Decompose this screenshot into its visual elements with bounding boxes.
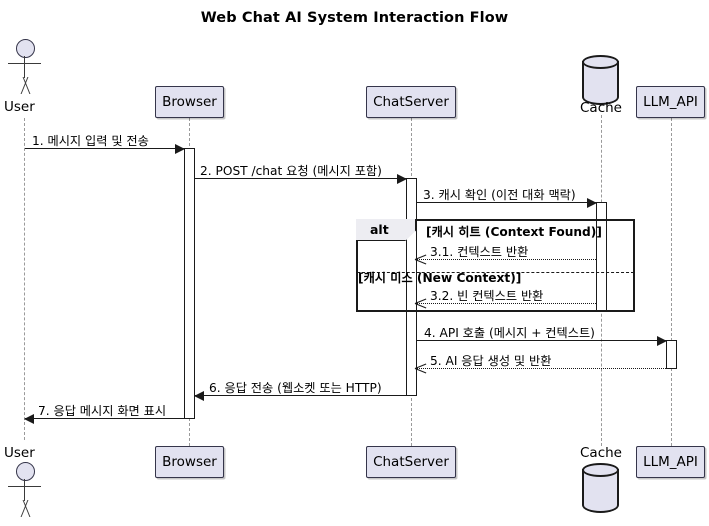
actor-body-icon (24, 479, 25, 501)
open-arrowhead-left-icon (415, 253, 426, 266)
fragment-branch-condition-2: [캐시 미스 (New Context)] (358, 271, 522, 285)
actor-arms-icon (8, 486, 41, 487)
page-title: Web Chat AI System Interaction Flow (200, 10, 509, 26)
message-arrow-7 (24, 414, 184, 424)
message-arrow-3-2 (417, 303, 596, 304)
database-top-ellipse-icon (582, 463, 619, 477)
database-top-ellipse-icon (582, 55, 619, 69)
message-label-1: 1. 메시지 입력 및 전송 (32, 134, 149, 148)
participant-label-cache-top: Cache (580, 100, 622, 116)
open-arrowhead-left-icon (415, 297, 426, 310)
message-label-2: 2. POST /chat 요청 (메시지 포함) (200, 164, 382, 178)
message-arrow-6 (194, 391, 406, 401)
open-arrowhead-left-icon (415, 362, 426, 375)
activation-chatserver (406, 178, 417, 396)
fragment-branch-condition-1: [캐시 히트 (Context Found)] (426, 225, 602, 239)
lifeline-llmapi (671, 118, 672, 446)
participant-label-cache-bottom: Cache (580, 445, 622, 461)
participant-llmapi-bottom[interactable]: LLM_API (636, 446, 705, 478)
message-label-5: 5. AI 응답 생성 및 반환 (430, 354, 552, 368)
message-arrow-2 (195, 174, 407, 184)
message-arrow-3 (417, 198, 597, 208)
message-label-6: 6. 응답 전송 (웹소켓 또는 HTTP) (209, 381, 382, 395)
message-arrow-1 (25, 144, 185, 154)
message-label-3-2: 3.2. 빈 컨텍스트 반환 (430, 289, 544, 303)
arrowhead-right-icon (397, 174, 407, 184)
participant-browser-bottom[interactable]: Browser (155, 446, 224, 478)
actor-head-icon (16, 462, 35, 481)
arrowhead-right-icon (175, 144, 185, 154)
message-label-7: 7. 응답 메시지 화면 표시 (38, 404, 167, 418)
participant-chatserver-bottom[interactable]: ChatServer (366, 446, 456, 478)
message-arrow-5 (417, 368, 666, 369)
participant-browser-top[interactable]: Browser (155, 86, 224, 118)
arrowhead-left-icon (24, 414, 34, 424)
message-arrow-3-1 (417, 259, 596, 260)
arrowhead-right-icon (657, 336, 667, 346)
participant-label-user-bottom: User (4, 445, 35, 461)
fragment-alt-cache (356, 219, 635, 312)
participant-label-user-top: User (4, 99, 35, 115)
message-arrow-4 (417, 336, 667, 346)
participant-llmapi-top[interactable]: LLM_API (636, 86, 705, 118)
activation-llmapi (666, 340, 677, 369)
activation-browser (184, 148, 195, 419)
fragment-branch-divider (357, 272, 634, 273)
actor-body-icon (24, 56, 25, 78)
arrowhead-left-icon (194, 391, 204, 401)
actor-arms-icon (8, 63, 41, 64)
actor-head-icon (16, 39, 35, 58)
message-label-3: 3. 캐시 확인 (이전 대화 맥락) (423, 188, 576, 202)
lifeline-user (24, 118, 25, 440)
arrowhead-right-icon (587, 198, 597, 208)
message-label-4: 4. API 호출 (메시지 + 컨텍스트) (424, 326, 595, 340)
participant-chatserver-top[interactable]: ChatServer (366, 86, 456, 118)
message-label-3-1: 3.1. 컨텍스트 반환 (430, 245, 529, 259)
fragment-operator-label: alt (356, 219, 416, 241)
